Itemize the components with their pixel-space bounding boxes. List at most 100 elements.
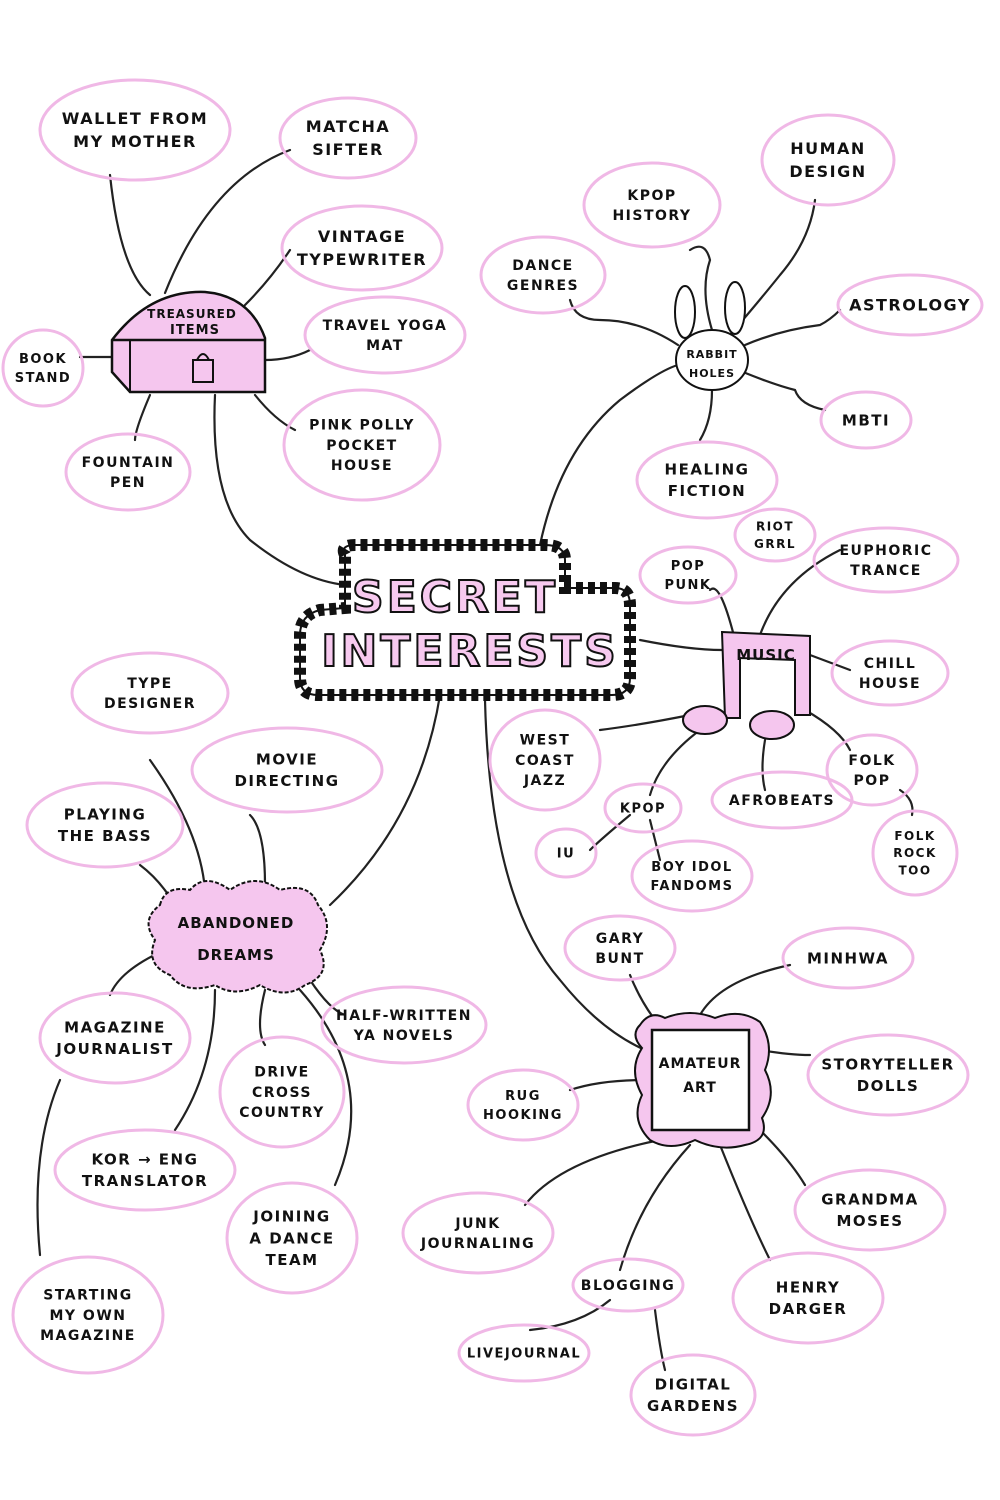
bubble-label: AFROBEATS (729, 793, 835, 809)
connector-line (243, 248, 292, 307)
bubble-label: KPOP (627, 188, 676, 204)
bubble-label: MAT (366, 338, 404, 354)
central-title: SECRET INTERESTS (294, 539, 636, 701)
title-line1: SECRET (352, 572, 558, 623)
treasured-line2: ITEMS (170, 323, 220, 338)
bubble-label: PUNK (664, 578, 711, 593)
bubble-iu: IU (534, 827, 598, 879)
connector-line (741, 370, 827, 412)
bubble-label: ASTROLOGY (849, 296, 971, 315)
bubble-outline (825, 733, 919, 807)
connector-line (133, 393, 152, 442)
bubble-outline (603, 782, 683, 834)
bubble-label: MATCHA (306, 117, 391, 136)
connector-line (248, 813, 267, 887)
bubble-outline (781, 926, 915, 990)
bubble-outline (563, 914, 677, 982)
bubble-label: KOR → ENG (92, 1150, 199, 1168)
bubble-label: DIGITAL (655, 1375, 732, 1393)
bubble-mbti: MBTI (819, 390, 913, 450)
bubble-label: MY MOTHER (73, 132, 197, 151)
amateur-art-hub: AMATEUR ART (634, 1012, 772, 1149)
bubble-euphorictrance: EUPHORIC TRANCE (812, 526, 960, 594)
bubble-label: FICTION (668, 482, 746, 500)
bubble-label: FOLK (894, 829, 935, 843)
bubble-outline (806, 1033, 970, 1117)
connector-line (213, 393, 347, 587)
bubble-minhwa: MINHWA (781, 926, 915, 990)
connector-line (688, 245, 714, 332)
bubble-label: DOLLS (857, 1077, 920, 1095)
bubble-label: JUNK (454, 1216, 500, 1232)
bubble-label: DARGER (769, 1300, 848, 1318)
art-line1: AMATEUR (659, 1056, 742, 1072)
dreams-line1: ABANDONED (178, 914, 295, 932)
bubble-outline (38, 78, 232, 182)
rabbit-line2: HOLES (689, 367, 735, 380)
bubble-label: RUG (505, 1089, 541, 1104)
bubble-label: BLOGGING (581, 1278, 675, 1294)
bubble-label: FOUNTAIN (82, 455, 175, 471)
bubble-label: STAND (15, 371, 71, 386)
bubble-outline (571, 1257, 685, 1313)
connector-line (163, 148, 292, 295)
bubble-label: HUMAN (790, 139, 866, 158)
bubble-label: TRANCE (850, 563, 922, 579)
bubble-label: MY OWN (49, 1308, 126, 1324)
bubble-outline (70, 651, 230, 735)
bubble-outline (280, 204, 444, 292)
connector-line (708, 587, 737, 642)
connector-line (728, 198, 817, 337)
bubble-label: THE BASS (58, 827, 152, 845)
bubble-outline (320, 985, 488, 1065)
bubble-label: EUPHORIC (839, 543, 932, 559)
connector-line (638, 638, 724, 652)
bubble-label: MINHWA (807, 949, 889, 967)
connector-line (568, 1078, 647, 1092)
connector-line (808, 653, 852, 672)
connector-line (588, 813, 632, 852)
bubble-label: CROSS (252, 1085, 312, 1101)
bubble-label: KPOP (620, 802, 666, 817)
bubble-label: HOUSE (859, 676, 921, 692)
connector-line (628, 973, 657, 1022)
dreams-line2: DREAMS (197, 946, 275, 964)
bubble-label: MAGAZINE (64, 1018, 166, 1036)
bubble-outline (812, 526, 960, 594)
connector-line (308, 978, 347, 1017)
bubble-label: TOO (898, 864, 931, 878)
bubble-label: WEST (520, 733, 571, 749)
connector-line (328, 693, 442, 907)
bubble-outline (218, 1035, 346, 1149)
connector-line (653, 1308, 667, 1372)
connector-line (523, 1138, 662, 1207)
bubble-wallet: WALLET FROM MY MOTHER (38, 78, 232, 182)
bubble-outline (282, 388, 442, 502)
bubble-label: FANDOMS (651, 879, 734, 894)
bubble-outline (731, 1251, 885, 1345)
bubble-label: WALLET FROM (62, 109, 208, 128)
bubble-label: COAST (515, 753, 575, 769)
bubble-outline (630, 839, 754, 913)
bubble-outline (64, 432, 192, 512)
connector-line (761, 738, 767, 792)
bubble-outline (53, 1128, 237, 1212)
bubble-outline (534, 827, 598, 879)
bubble-label: TEAM (265, 1251, 318, 1269)
bubble-label: POP (854, 773, 891, 789)
bubble-livejournal: LIVEJOURNAL (457, 1323, 591, 1383)
bubble-label: RIOT (756, 520, 794, 534)
bubble-outline (278, 96, 418, 180)
